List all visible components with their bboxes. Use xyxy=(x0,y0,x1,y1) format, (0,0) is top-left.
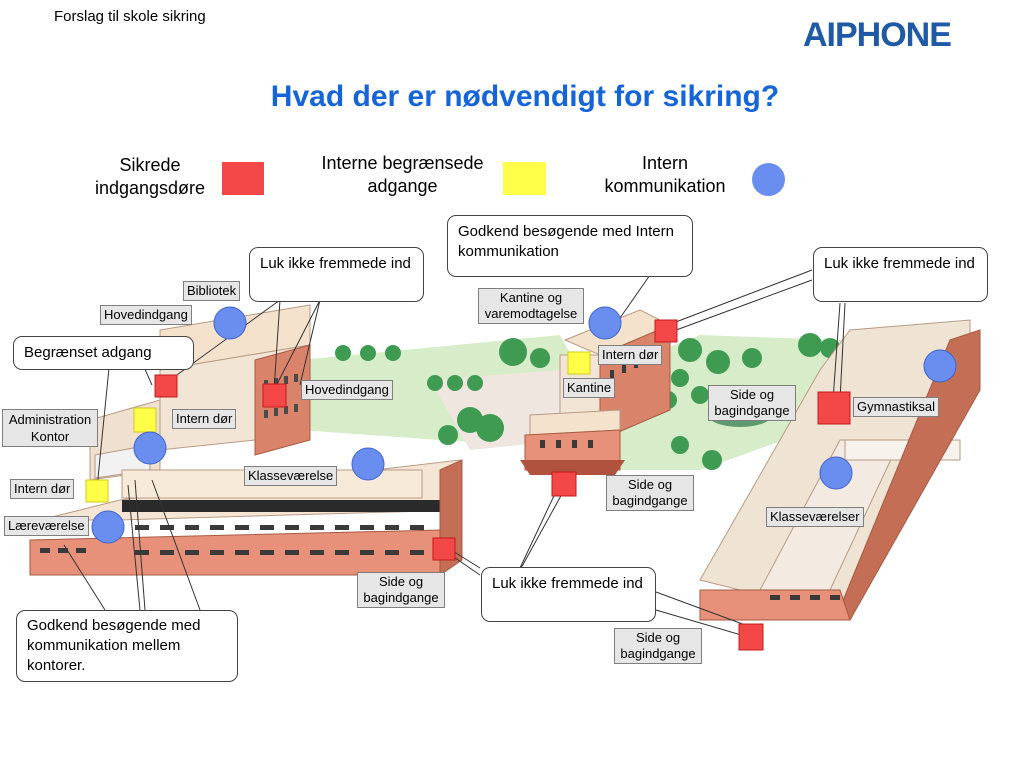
room-label-gymnastiksal: Gymnastiksal xyxy=(853,397,940,417)
callout-luk-ikke-left: Luk ikke fremmede ind xyxy=(249,247,424,302)
entrance-marker xyxy=(738,623,764,651)
intercom-marker xyxy=(923,349,957,383)
entrance-marker xyxy=(262,383,287,408)
aiphone-logo: AIPHONE xyxy=(803,16,952,54)
right-building-front xyxy=(699,589,851,621)
secured-entrances xyxy=(154,319,851,651)
room-label-intern-dor-2: Intern dør xyxy=(10,479,75,499)
room-label-administration: Administration Kontor xyxy=(2,409,98,447)
room-label-hovedindgang: Hovedindgang xyxy=(100,305,192,325)
entrance-marker xyxy=(154,374,178,398)
intercom-points xyxy=(91,306,957,544)
room-label-klassevaerelser: Klasseværelser xyxy=(766,507,864,527)
entrance-marker xyxy=(432,537,456,561)
room-label-kantine: Kantine xyxy=(563,378,616,398)
intercom-marker xyxy=(819,456,853,490)
callout-begraenset-adgang: Begrænset adgang xyxy=(13,336,194,370)
callout-luk-ikke-bottom: Luk ikke fremmede ind xyxy=(481,567,656,622)
kantine-awning xyxy=(520,460,625,475)
room-label-klassevaerelse: Klasseværelse xyxy=(244,466,338,486)
legend-swatch-blue xyxy=(752,163,785,196)
intercom-marker xyxy=(213,306,247,340)
legend-label-intercom: Intern kommunikation xyxy=(604,153,726,196)
restricted-marker xyxy=(85,479,109,503)
restricted-marker xyxy=(133,407,157,433)
restricted-marker xyxy=(567,351,591,375)
room-label-side-bag-4: Side og bagindgange xyxy=(614,628,702,664)
trees xyxy=(335,333,840,470)
legend-label-restricted: Interne begrænsede adgange xyxy=(321,153,484,196)
front-building-windows xyxy=(40,525,424,555)
room-label-intern-dor: Intern dør xyxy=(172,409,237,429)
room-label-side-bag-1: Side og bagindgange xyxy=(708,385,796,421)
entrance-marker xyxy=(817,391,851,425)
room-label-hovedindgang-2: Hovedindgang xyxy=(301,380,393,400)
right-building-windows xyxy=(770,595,840,600)
intercom-marker xyxy=(351,447,385,481)
legend-swatch-yellow xyxy=(503,162,546,195)
callout-godkend-kontorer: Godkend besøgende med kommunikation mell… xyxy=(16,610,238,682)
front-building-band xyxy=(122,500,440,512)
room-label-laerevaerelse: Læreværelse xyxy=(4,516,89,536)
intercom-marker xyxy=(588,306,622,340)
legend-swatch-red xyxy=(222,162,264,195)
legend-label-entrances: Sikrede indgangsdøre xyxy=(94,155,206,198)
intercom-marker xyxy=(133,431,167,465)
callout-luk-ikke-right: Luk ikke fremmede ind xyxy=(813,247,988,302)
room-label-intern-dor-3: Intern dør xyxy=(598,345,663,365)
slide-subtitle: Forslag til skole sikring xyxy=(54,8,206,25)
intercom-marker xyxy=(91,510,125,544)
room-label-kantine-varemodtagelse: Kantine og varemodtagelse xyxy=(478,288,584,324)
room-label-bibliotek: Bibliotek xyxy=(183,281,241,301)
entrance-marker xyxy=(654,319,678,343)
entrance-marker xyxy=(551,471,577,497)
callout-godkend-intern: Godkend besøgende med Intern kommunikati… xyxy=(447,215,693,277)
room-label-side-bag-3: Side og bagindgange xyxy=(357,572,445,608)
slide-title: Hvad der er nødvendigt for sikring? xyxy=(270,80,780,113)
room-label-side-bag-2: Side og bagindgange xyxy=(606,475,694,511)
right-building-side xyxy=(834,329,981,621)
restricted-access xyxy=(85,351,591,503)
